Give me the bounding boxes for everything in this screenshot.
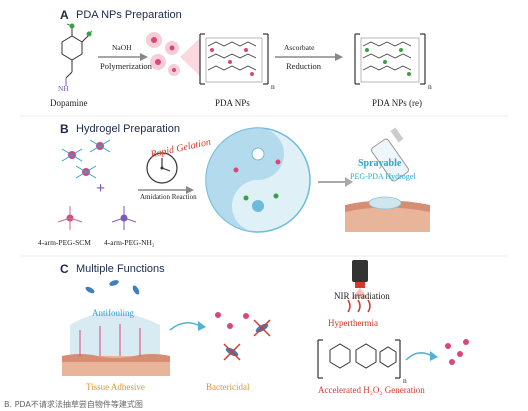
hyperthermia-label: Hyperthermia	[328, 318, 378, 328]
pda-nps-re-polymer	[354, 33, 426, 85]
subscript-n-c: n	[403, 376, 407, 385]
peg-nh2-molecule	[111, 206, 137, 230]
antifouling-coating	[62, 312, 170, 376]
arrow-reduction	[275, 53, 343, 61]
plus-sign: +	[96, 180, 106, 197]
pda-np-cluster-group	[146, 32, 180, 76]
pda-nps-label: PDA NPs	[215, 98, 250, 108]
pda-nps-polymer	[199, 33, 269, 85]
section-a-letter: A	[60, 8, 69, 22]
ros-generation-group	[405, 339, 469, 365]
section-c-letter: C	[60, 262, 69, 276]
sprayable-label: Sprayable	[358, 158, 402, 169]
tissue-adhesive-label: Tissue Adhesive	[86, 382, 145, 392]
peg-scm-label: 4-arm-PEG-SCM	[38, 238, 91, 247]
subscript-n-a2: n	[428, 82, 432, 91]
section-a-title: PDA NPs Preparation	[76, 9, 182, 21]
arrow-polymerization	[98, 53, 148, 61]
glow-fan	[180, 38, 200, 76]
arrow-to-spray	[318, 177, 353, 187]
skin-layer	[345, 196, 430, 232]
arrow1-top-label: NaOH	[112, 43, 132, 52]
section-c-title: Multiple Functions	[76, 263, 165, 275]
polymer-repeat-unit	[317, 339, 401, 379]
nir-laser-icon	[352, 260, 368, 298]
section-b-title: Hydrogel Preparation	[76, 123, 180, 135]
amine-label: NH	[58, 84, 69, 93]
heat-waves-icon	[347, 299, 371, 313]
peg-scm-molecule	[57, 206, 83, 230]
clock-icon	[146, 152, 178, 184]
arrow2-top-label: Ascorbate	[284, 43, 315, 52]
section-b-letter: B	[60, 122, 69, 136]
peg-nh2-label: 4-arm-PEG-NH₂	[104, 238, 155, 247]
peg-star-group-top	[61, 139, 111, 179]
subscript-n-a1: n	[271, 82, 275, 91]
amidation-label: Amidation Reaction	[140, 193, 197, 201]
bacteria-group-top	[85, 280, 140, 295]
antifouling-label: Antifouling	[92, 308, 134, 318]
pda-nps-re-label: PDA NPs (re)	[372, 98, 423, 108]
dopamine-structure	[61, 23, 93, 86]
arrow-to-bactericidal	[169, 321, 206, 331]
hydrogel-network	[205, 127, 311, 233]
bactericidal-group	[215, 312, 271, 361]
arrow1-bottom-label: Polymerization	[100, 61, 152, 71]
h2o2-label: Accelerated H₂O₂ Generation	[318, 385, 425, 395]
bactericidal-label: Bactericidal	[206, 382, 250, 392]
dopamine-label: Dopamine	[50, 98, 88, 108]
clock-arrow	[138, 186, 194, 194]
footer-caption: B. PDA不请求法抽草尝自物件等建式图	[4, 400, 143, 409]
syringe-icon	[371, 127, 409, 182]
hydrogel-label: PEG-PDA Hydrogel	[350, 172, 416, 181]
nir-label: NIR Irradiation	[334, 291, 390, 301]
arrow2-bottom-label: Reduction	[286, 61, 321, 71]
